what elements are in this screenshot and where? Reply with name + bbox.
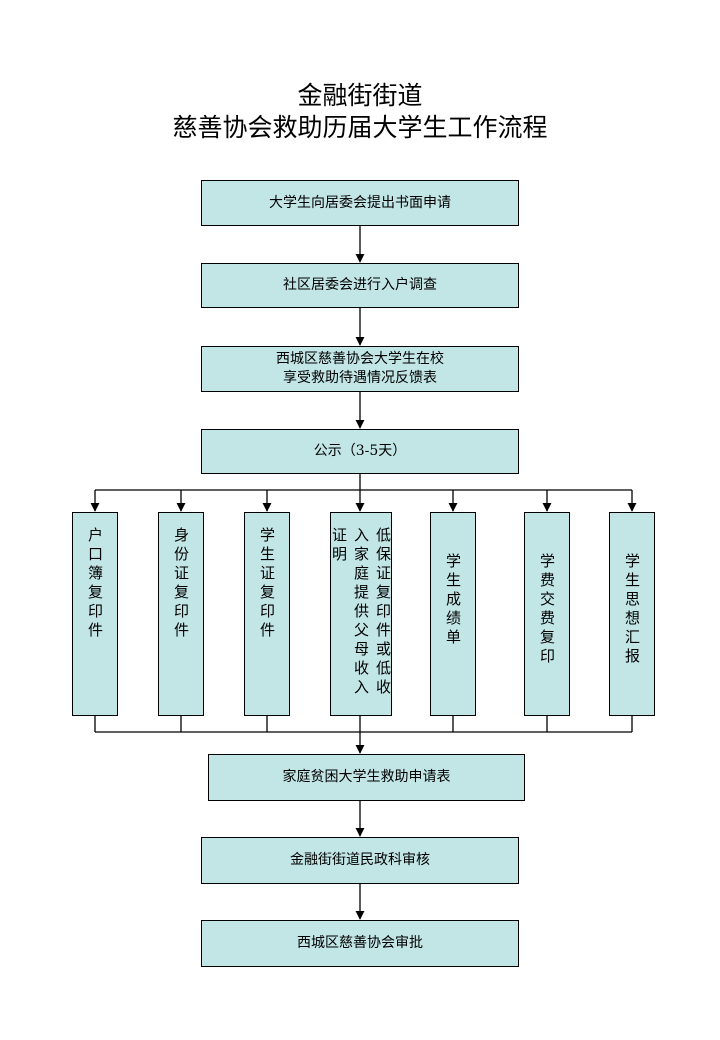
- doc-box-tuition-receipt: 学费交费复印: [524, 512, 570, 716]
- doc-label: 低保证复印件或低收入家庭提供父母收入证明: [330, 527, 392, 698]
- step-label: 社区居委会进行入户调查: [283, 277, 437, 293]
- doc-label: 学生思想汇报: [623, 553, 641, 667]
- doc-label: 学生成绩单: [444, 553, 462, 648]
- step-charity-approval: 西城区慈善协会审批: [201, 920, 519, 967]
- doc-box-student-card: 学生证复印件: [244, 512, 290, 716]
- doc-box-household-register: 户口簿复印件: [72, 512, 118, 716]
- step-aid-application-form: 家庭贫困大学生救助申请表: [208, 754, 525, 801]
- step-label: 家庭贫困大学生救助申请表: [282, 769, 451, 785]
- step-public-notice: 公示（3-5天）: [201, 429, 519, 474]
- step-label: 金融街街道民政科审核: [290, 852, 430, 868]
- step-label: 大学生向居委会提出书面申请: [269, 194, 451, 211]
- step-feedback-form: 西城区慈善协会大学生在校 享受救助待遇情况反馈表: [201, 346, 519, 392]
- doc-label: 户口簿复印件: [86, 527, 104, 641]
- doc-box-income-proof: 低保证复印件或低收入家庭提供父母收入证明: [330, 512, 392, 716]
- doc-box-id-card: 身份证复印件: [158, 512, 204, 716]
- doc-box-transcript: 学生成绩单: [430, 512, 476, 716]
- diagram-title-line1: 金融街街道: [297, 81, 423, 110]
- step-label: 西城区慈善协会审批: [297, 935, 423, 951]
- step-home-investigation: 社区居委会进行入户调查: [201, 263, 519, 308]
- doc-box-thought-report: 学生思想汇报: [609, 512, 655, 716]
- step-written-application: 大学生向居委会提出书面申请: [201, 180, 519, 226]
- step-label-line2: 享受救助待遇情况反馈表: [283, 370, 437, 386]
- doc-label: 学费交费复印: [538, 553, 556, 667]
- step-label-line1: 西城区慈善协会大学生在校: [276, 351, 444, 367]
- step-label: 公示（3-5天）: [313, 443, 407, 459]
- diagram-title-line2: 慈善协会救助历届大学生工作流程: [172, 113, 548, 142]
- doc-label: 身份证复印件: [172, 527, 190, 641]
- step-civil-affairs-review: 金融街街道民政科审核: [201, 837, 519, 884]
- doc-label: 学生证复印件: [258, 527, 276, 641]
